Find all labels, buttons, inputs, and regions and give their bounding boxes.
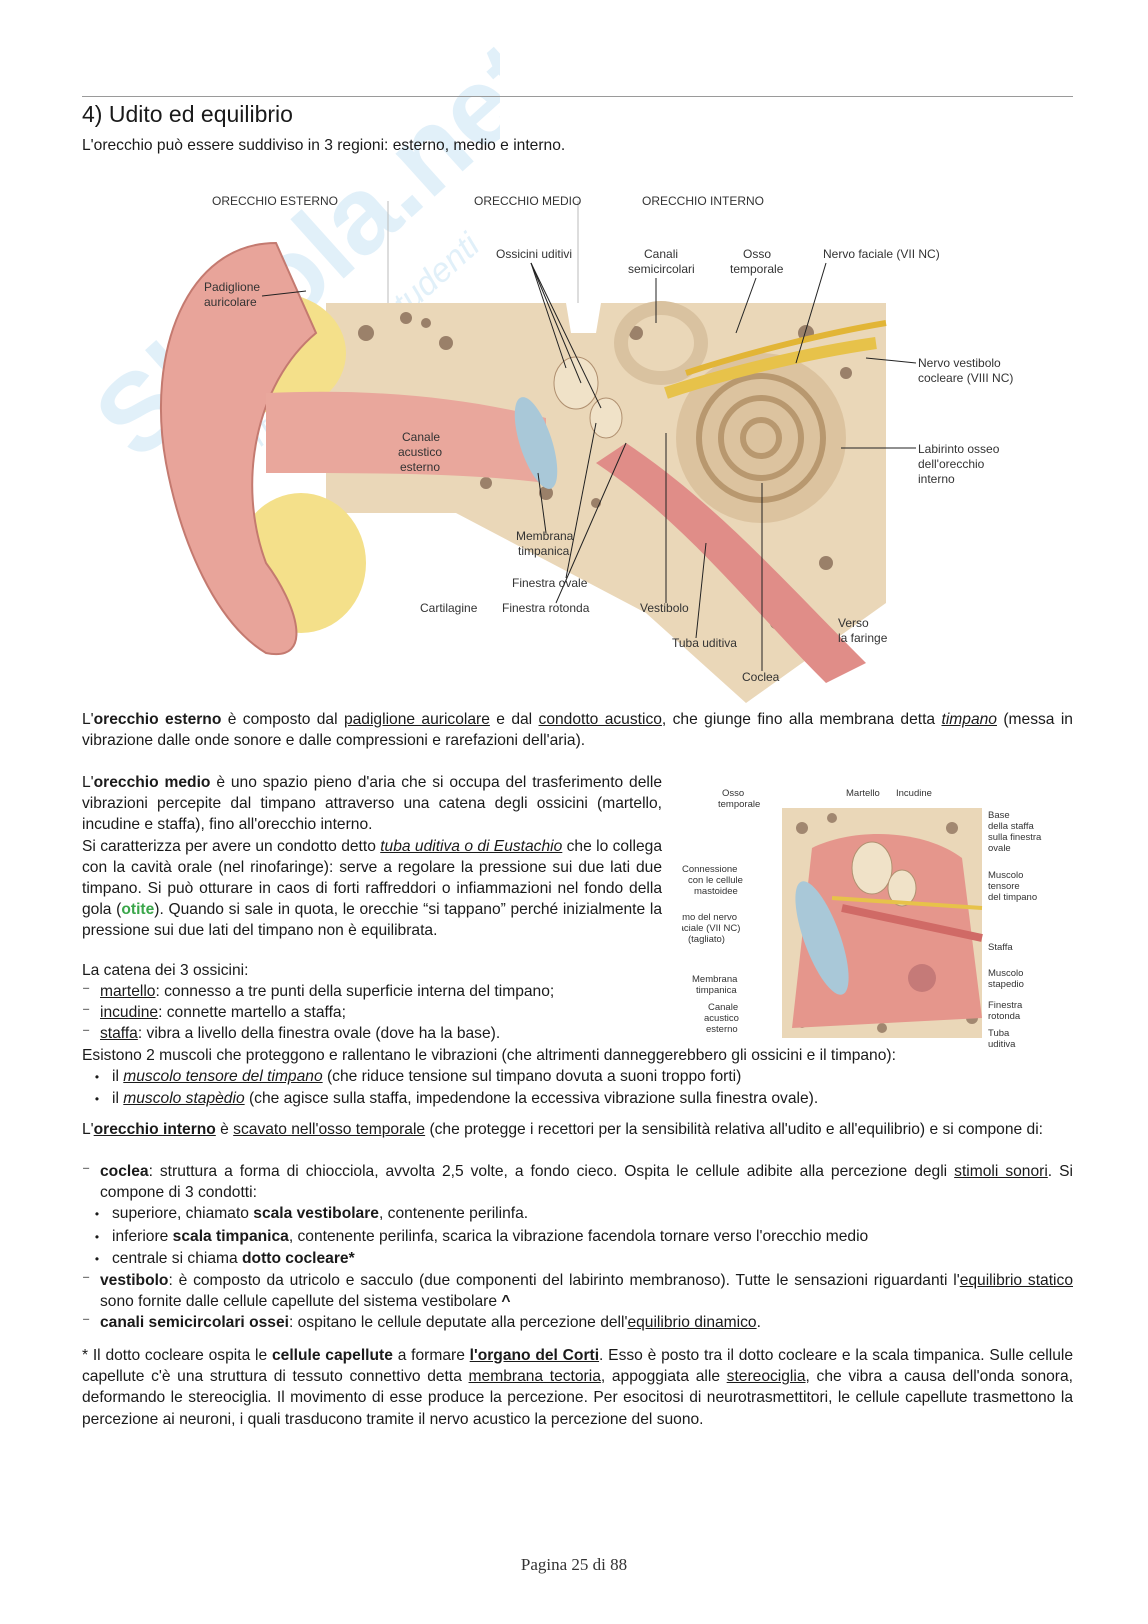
- f2-staffa: Staffa: [988, 942, 1013, 953]
- list-item: ⁻incudine: connette martello a staffa;: [82, 1004, 346, 1022]
- label-labirinto-2: dell'orecchio: [918, 457, 985, 471]
- label-labirinto-3: interno: [918, 472, 955, 486]
- f2-base-1: Base: [988, 810, 1010, 821]
- f2-stapedio-1: Muscolo: [988, 968, 1023, 979]
- label-tuba: Tuba uditiva: [672, 636, 737, 650]
- label-canale-1: Canale: [402, 430, 440, 444]
- paragraph-orecchio-esterno: L'orecchio esterno è composto dal padigl…: [82, 711, 1073, 750]
- list-item: ⁻coclea: struttura a forma di chiocciola…: [82, 1163, 1073, 1202]
- list-item: ⁻canali semicircolari ossei: ospitano le…: [82, 1314, 761, 1332]
- f2-rotonda-1: Finestra: [988, 1000, 1023, 1011]
- f2-base-3: sulla finestra: [988, 832, 1042, 843]
- f2-canale-2: acustico: [704, 1013, 739, 1024]
- interno-list: ⁻coclea: struttura a forma di chiocciola…: [82, 1161, 1073, 1334]
- label-padiglione-2: auricolare: [204, 295, 257, 309]
- ossicini-intro: La catena dei 3 ossicini:: [82, 962, 249, 979]
- label-ossicini: Ossicini uditivi: [496, 247, 572, 261]
- label-cartilagine: Cartilagine: [420, 601, 478, 615]
- list-item: •centrale si chiama dotto cocleare*: [94, 1249, 355, 1267]
- label-vestibolo: Vestibolo: [640, 601, 689, 615]
- f2-osso-1: Osso: [722, 788, 744, 799]
- f2-tens-2: tensore: [988, 881, 1020, 892]
- list-item: •il muscolo stapèdio (che agisce sulla s…: [94, 1090, 819, 1108]
- page-number: Pagina 25 di 88: [520, 1555, 628, 1574]
- muscoli-list: •il muscolo tensore del timpano (che rid…: [82, 1066, 1073, 1110]
- label-labirinto-1: Labirinto osseo: [918, 442, 1000, 456]
- list-item: ⁻vestibolo: è composto da utricolo e sac…: [82, 1272, 1073, 1311]
- list-item: •superiore, chiamato scala vestibolare, …: [94, 1205, 529, 1223]
- label-orecchio-medio: ORECCHIO MEDIO: [474, 194, 581, 208]
- label-osso-1: Osso: [743, 247, 771, 261]
- label-osso-2: temporale: [730, 262, 784, 276]
- label-canale-2: acustico: [398, 445, 442, 459]
- list-item: •il muscolo tensore del timpano (che rid…: [94, 1068, 742, 1085]
- header-rule: [82, 96, 1073, 97]
- f2-martello: Martello: [846, 788, 880, 799]
- paragraph-orecchio-interno: L'orecchio interno è scavato nell'osso t…: [82, 1121, 1044, 1138]
- middle-ear-figure: Osso temporale Martello Incudine Base de…: [682, 788, 1042, 1050]
- label-nervo-faciale: Nervo faciale (VII NC): [823, 247, 940, 261]
- label-nervo-vestibolo-1: Nervo vestibolo: [918, 356, 1001, 370]
- ossicini-list: ⁻martello: connesso a tre punti della su…: [82, 981, 682, 1045]
- f2-tuba-1: Tuba: [988, 1028, 1010, 1039]
- f2-base-2: della staffa: [988, 821, 1034, 832]
- label-padiglione-1: Padiglione: [204, 280, 260, 294]
- f2-tens-3: del timpano: [988, 892, 1037, 903]
- label-orecchio-esterno: ORECCHIO ESTERNO: [212, 194, 338, 208]
- label-verso-2: la faringe: [838, 631, 888, 645]
- f2-ramo-3: (tagliato): [688, 934, 725, 945]
- f2-stapedio-2: stapedio: [988, 979, 1024, 990]
- muscoli-intro: Esistono 2 muscoli che proteggono e rall…: [82, 1047, 896, 1064]
- section-heading: 4) Udito ed equilibrio: [82, 101, 293, 127]
- label-canale-3: esterno: [400, 460, 440, 474]
- f2-membrana-1: Membrana: [692, 974, 738, 985]
- label-membrana-1: Membrana: [516, 529, 574, 543]
- f2-canale-1: Canale: [708, 1002, 738, 1013]
- paragraph-nota: * Il dotto cocleare ospita le cellule ca…: [82, 1347, 1074, 1428]
- f2-tens-1: Muscolo: [988, 870, 1023, 881]
- list-item: •inferiore scala timpanica, contenente p…: [94, 1227, 869, 1245]
- f2-conn-2: con le cellule: [688, 875, 743, 886]
- label-orecchio-interno: ORECCHIO INTERNO: [642, 194, 764, 208]
- list-item: ⁻staffa: vibra a livello della finestra …: [82, 1025, 501, 1043]
- label-verso-1: Verso: [838, 616, 869, 630]
- f2-ramo-2: faciale (VII NC): [682, 923, 740, 934]
- document-page: 4) Udito ed equilibrio L'orecchio può es…: [82, 0, 1073, 1624]
- label-canali-1: Canali: [644, 247, 678, 261]
- f2-rotonda-2: rotonda: [988, 1011, 1021, 1022]
- f2-conn-3: mastoidee: [694, 886, 738, 897]
- label-finestra-ovale: Finestra ovale: [512, 576, 588, 590]
- f2-canale-3: esterno: [706, 1024, 738, 1035]
- label-finestra-rotonda: Finestra rotonda: [502, 601, 590, 615]
- label-canali-2: semicircolari: [628, 262, 695, 276]
- paragraph-orecchio-medio: L'orecchio medio è uno spazio pieno d'ar…: [82, 774, 663, 940]
- f2-incudine: Incudine: [896, 788, 932, 799]
- intro-paragraph: L'orecchio può essere suddiviso in 3 reg…: [82, 137, 566, 154]
- ear-anatomy-figure: ORECCHIO ESTERNO ORECCHIO MEDIO ORECCHIO…: [159, 194, 1013, 703]
- f2-base-4: ovale: [988, 843, 1011, 854]
- f2-membrana-2: timpanica: [696, 985, 737, 996]
- label-membrana-2: timpanica: [518, 544, 570, 558]
- f2-conn-1: Connessione: [682, 864, 737, 875]
- f2-tuba-2: uditiva: [988, 1039, 1016, 1050]
- f2-osso-2: temporale: [718, 799, 760, 810]
- label-coclea: Coclea: [742, 670, 780, 684]
- label-nervo-vestibolo-2: cocleare (VIII NC): [918, 371, 1013, 385]
- list-item: ⁻martello: connesso a tre punti della su…: [82, 983, 555, 1000]
- f2-ramo-1: Ramo del nervo: [682, 912, 737, 923]
